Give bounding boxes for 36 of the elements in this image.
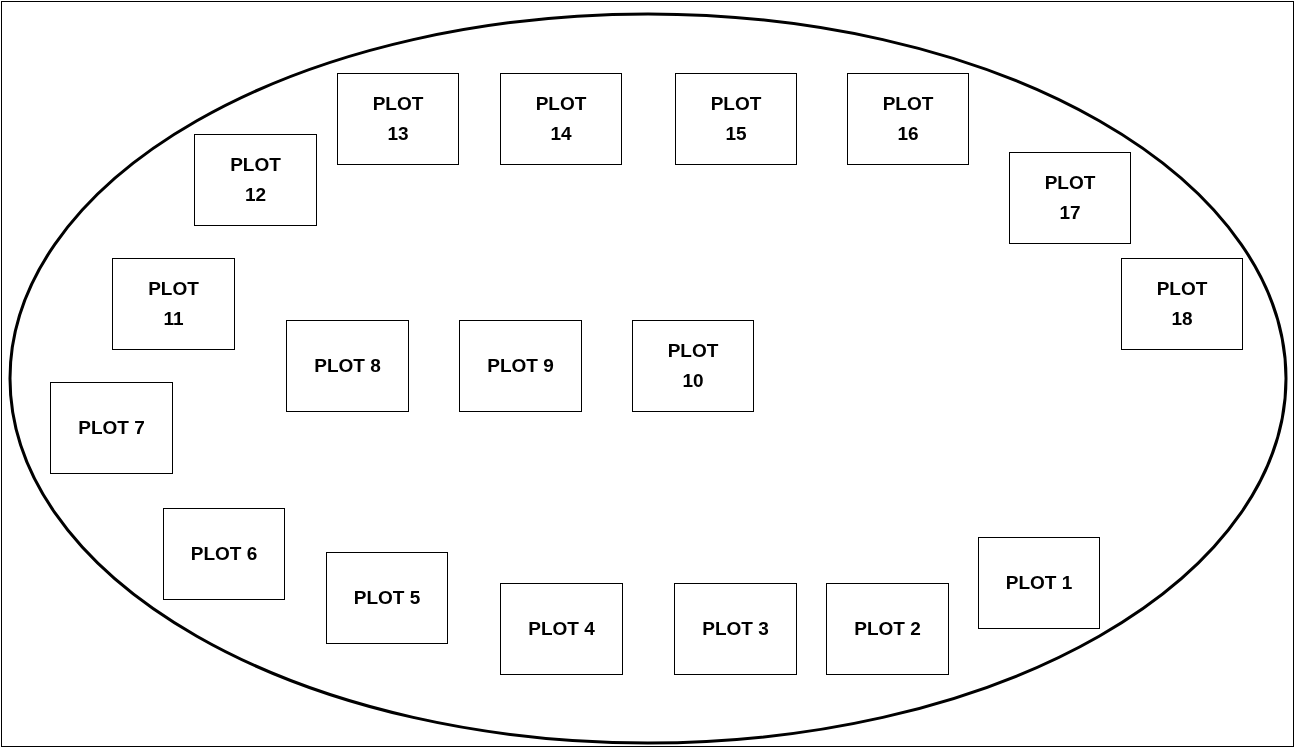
- plot-box: [826, 583, 949, 675]
- plot-box: [459, 320, 582, 412]
- plot-box: [978, 537, 1100, 629]
- plot-box: [500, 73, 622, 165]
- plot-label: PLOT 18: [1155, 276, 1209, 331]
- plot-label: PLOT 11: [147, 276, 200, 331]
- plot-label: PLOT 14: [534, 91, 588, 146]
- plot-box: [112, 258, 235, 350]
- plot-box: [326, 552, 448, 644]
- plot-box: [194, 134, 317, 226]
- plot-label: PLOT 9: [487, 353, 554, 378]
- plot-box: [286, 320, 409, 412]
- plot-label: PLOT 4: [528, 616, 595, 641]
- plot-label: PLOT 15: [709, 91, 763, 146]
- plot-box: [163, 508, 285, 600]
- plot-box: [674, 583, 797, 675]
- plot-label: PLOT 7: [78, 415, 145, 440]
- plot-label: PLOT 13: [371, 91, 425, 146]
- plot-label: PLOT 8: [314, 353, 381, 378]
- plot-box: [1009, 152, 1131, 244]
- plot-label: PLOT 1: [1005, 570, 1073, 595]
- plot-label: PLOT 6: [190, 541, 258, 566]
- plot-box: [675, 73, 797, 165]
- plot-box: [500, 583, 623, 675]
- plot-label: PLOT 2: [854, 616, 921, 641]
- plot-label: PLOT 12: [229, 152, 282, 207]
- plot-box: [50, 382, 173, 474]
- plot-box: [1121, 258, 1243, 350]
- plot-label: PLOT 16: [881, 91, 935, 146]
- plot-box: [337, 73, 459, 165]
- plot-box: [847, 73, 969, 165]
- plot-label: PLOT 5: [353, 585, 421, 610]
- plot-box: [632, 320, 754, 412]
- plot-label: PLOT 10: [666, 338, 720, 393]
- plot-label: PLOT 17: [1043, 170, 1097, 225]
- plot-label: PLOT 3: [702, 616, 769, 641]
